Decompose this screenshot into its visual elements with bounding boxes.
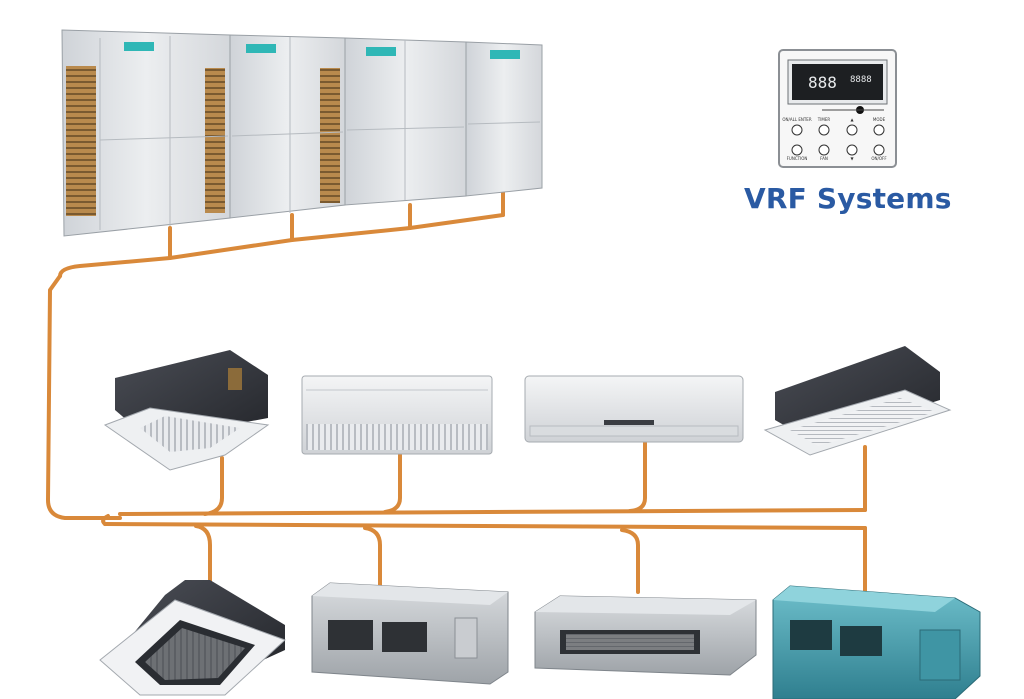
controller-button-label: FUNCTION [787, 156, 808, 161]
controller-button [846, 144, 858, 156]
ducted-unit-medium [311, 582, 509, 685]
controller-button-label: TIMER [817, 117, 831, 122]
ceiling-floor-unit [301, 375, 493, 455]
lcd-main-digits: 888 [808, 73, 837, 92]
brand-badge [124, 42, 154, 51]
lcd-small-digits: 8888 [850, 75, 872, 85]
controller-button-label: ▲ [850, 117, 854, 122]
controller-button [873, 124, 885, 136]
high-static-duct-teal [772, 585, 981, 699]
one-way-cassette [763, 346, 952, 456]
controller-button [791, 124, 803, 136]
controller-button-label: ON/OFF [871, 156, 887, 161]
controller-button-label: MODE [873, 117, 886, 122]
outdoor-unit-3 [344, 37, 467, 206]
wall-mounted-split [524, 375, 744, 443]
refrigerant-piping [46, 190, 867, 594]
outdoor-unit-4 [465, 41, 543, 197]
outdoor-unit-1 [61, 29, 231, 237]
controller-button [791, 144, 803, 156]
controller-buttons: ON/ALL ENTER TIMER ▲ MODE FUNCTION FAN ▼ ON/OFF [782, 117, 887, 161]
controller-button-label: ▼ [850, 156, 854, 161]
four-way-cassette [99, 580, 286, 696]
wired-controller: 888 8888 ON/ALL ENTER TIMER ▲ MODE FUNCTION F… [778, 49, 897, 168]
controller-button [846, 124, 858, 136]
outdoor-unit-2 [229, 34, 346, 219]
slim-duct-unit [534, 595, 757, 676]
controller-button [818, 124, 830, 136]
controller-button-label: FAN [820, 156, 828, 161]
ceiling-cassette-dark [103, 350, 270, 471]
diagram-title: VRF Systems [744, 182, 952, 215]
controller-button [873, 144, 885, 156]
lcd-display [792, 64, 883, 100]
controller-button-label: ON/ALL ENTER [782, 117, 811, 122]
outdoor-units [61, 29, 543, 237]
side-grille [66, 66, 96, 216]
controller-button [818, 144, 830, 156]
